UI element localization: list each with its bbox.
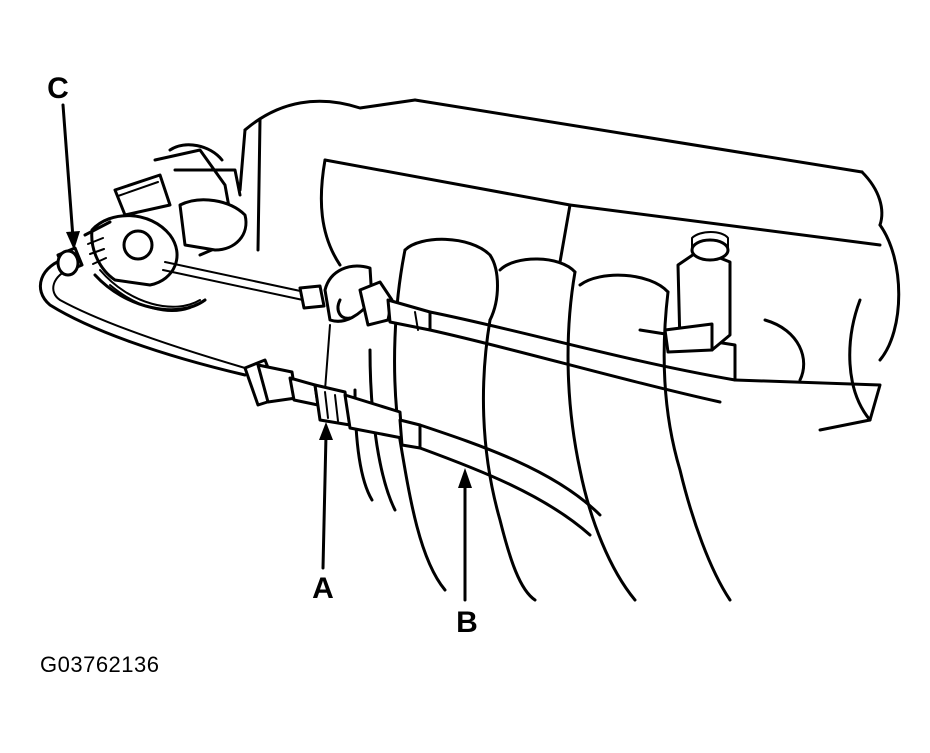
throttle-cable: [38, 246, 602, 537]
throttle-body: [83, 143, 248, 312]
figure-id: G03762136: [40, 652, 160, 677]
callout-label-a: A: [312, 572, 334, 605]
callout-label-c: C: [47, 72, 69, 105]
callout-arrow-c: [61, 103, 80, 250]
callout-arrow-a: [319, 422, 333, 570]
intake-manifold: [238, 98, 901, 602]
callout-label-b: B: [456, 606, 478, 639]
linkage-rod: [162, 261, 326, 310]
callout-arrow-b: [458, 468, 472, 602]
cable-bracket: [323, 264, 737, 404]
